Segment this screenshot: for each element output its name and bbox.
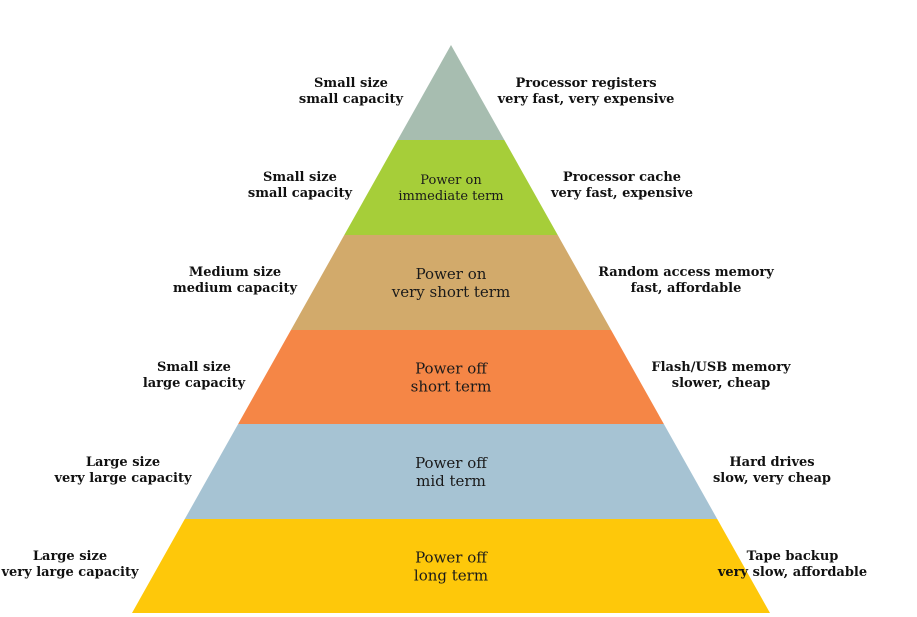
left-label-mid: Large size very large capacity xyxy=(54,455,192,486)
left-label-immediate: Small size small capacity xyxy=(247,170,353,201)
tier-mid xyxy=(184,424,718,519)
tier-mid-label-line1: Power off xyxy=(415,454,488,472)
right-label-long: Tape backup very slow, affordable xyxy=(717,549,868,580)
right-label-mid: Hard drives slow, very cheap xyxy=(712,455,831,486)
tier-long xyxy=(132,519,770,613)
right-label-apex: Processor registers very fast, very expe… xyxy=(497,76,675,107)
tier-apex xyxy=(397,45,505,140)
tier-long-label-line1: Power off xyxy=(415,548,488,566)
tier-immediate xyxy=(344,140,558,235)
left-label-apex: Small size small capacity xyxy=(298,76,404,107)
right-label-short: Flash/USB memory slower, cheap xyxy=(651,360,791,391)
tier-short-label-line1: Power off xyxy=(415,359,488,377)
tier-short-label-line2: short term xyxy=(411,377,492,395)
left-label-long: Large size very large capacity xyxy=(1,549,139,580)
tier-very-short-label-line2: very short term xyxy=(391,283,510,301)
tier-short xyxy=(238,330,664,424)
tier-very-short xyxy=(290,235,612,330)
tier-immediate-label-line2: immediate term xyxy=(398,189,503,204)
tier-mid-label-line2: mid term xyxy=(416,472,486,490)
right-label-immediate: Processor cache very fast, expensive xyxy=(550,170,694,201)
left-label-short: Small size large capacity xyxy=(142,360,246,391)
tier-long-label-line2: long term xyxy=(414,566,488,584)
right-label-very-short: Random access memory fast, affordable xyxy=(598,265,774,296)
left-label-very-short: Medium size medium capacity xyxy=(172,265,298,296)
tier-immediate-label-line1: Power on xyxy=(420,173,482,188)
tier-very-short-label-line1: Power on xyxy=(416,265,487,283)
